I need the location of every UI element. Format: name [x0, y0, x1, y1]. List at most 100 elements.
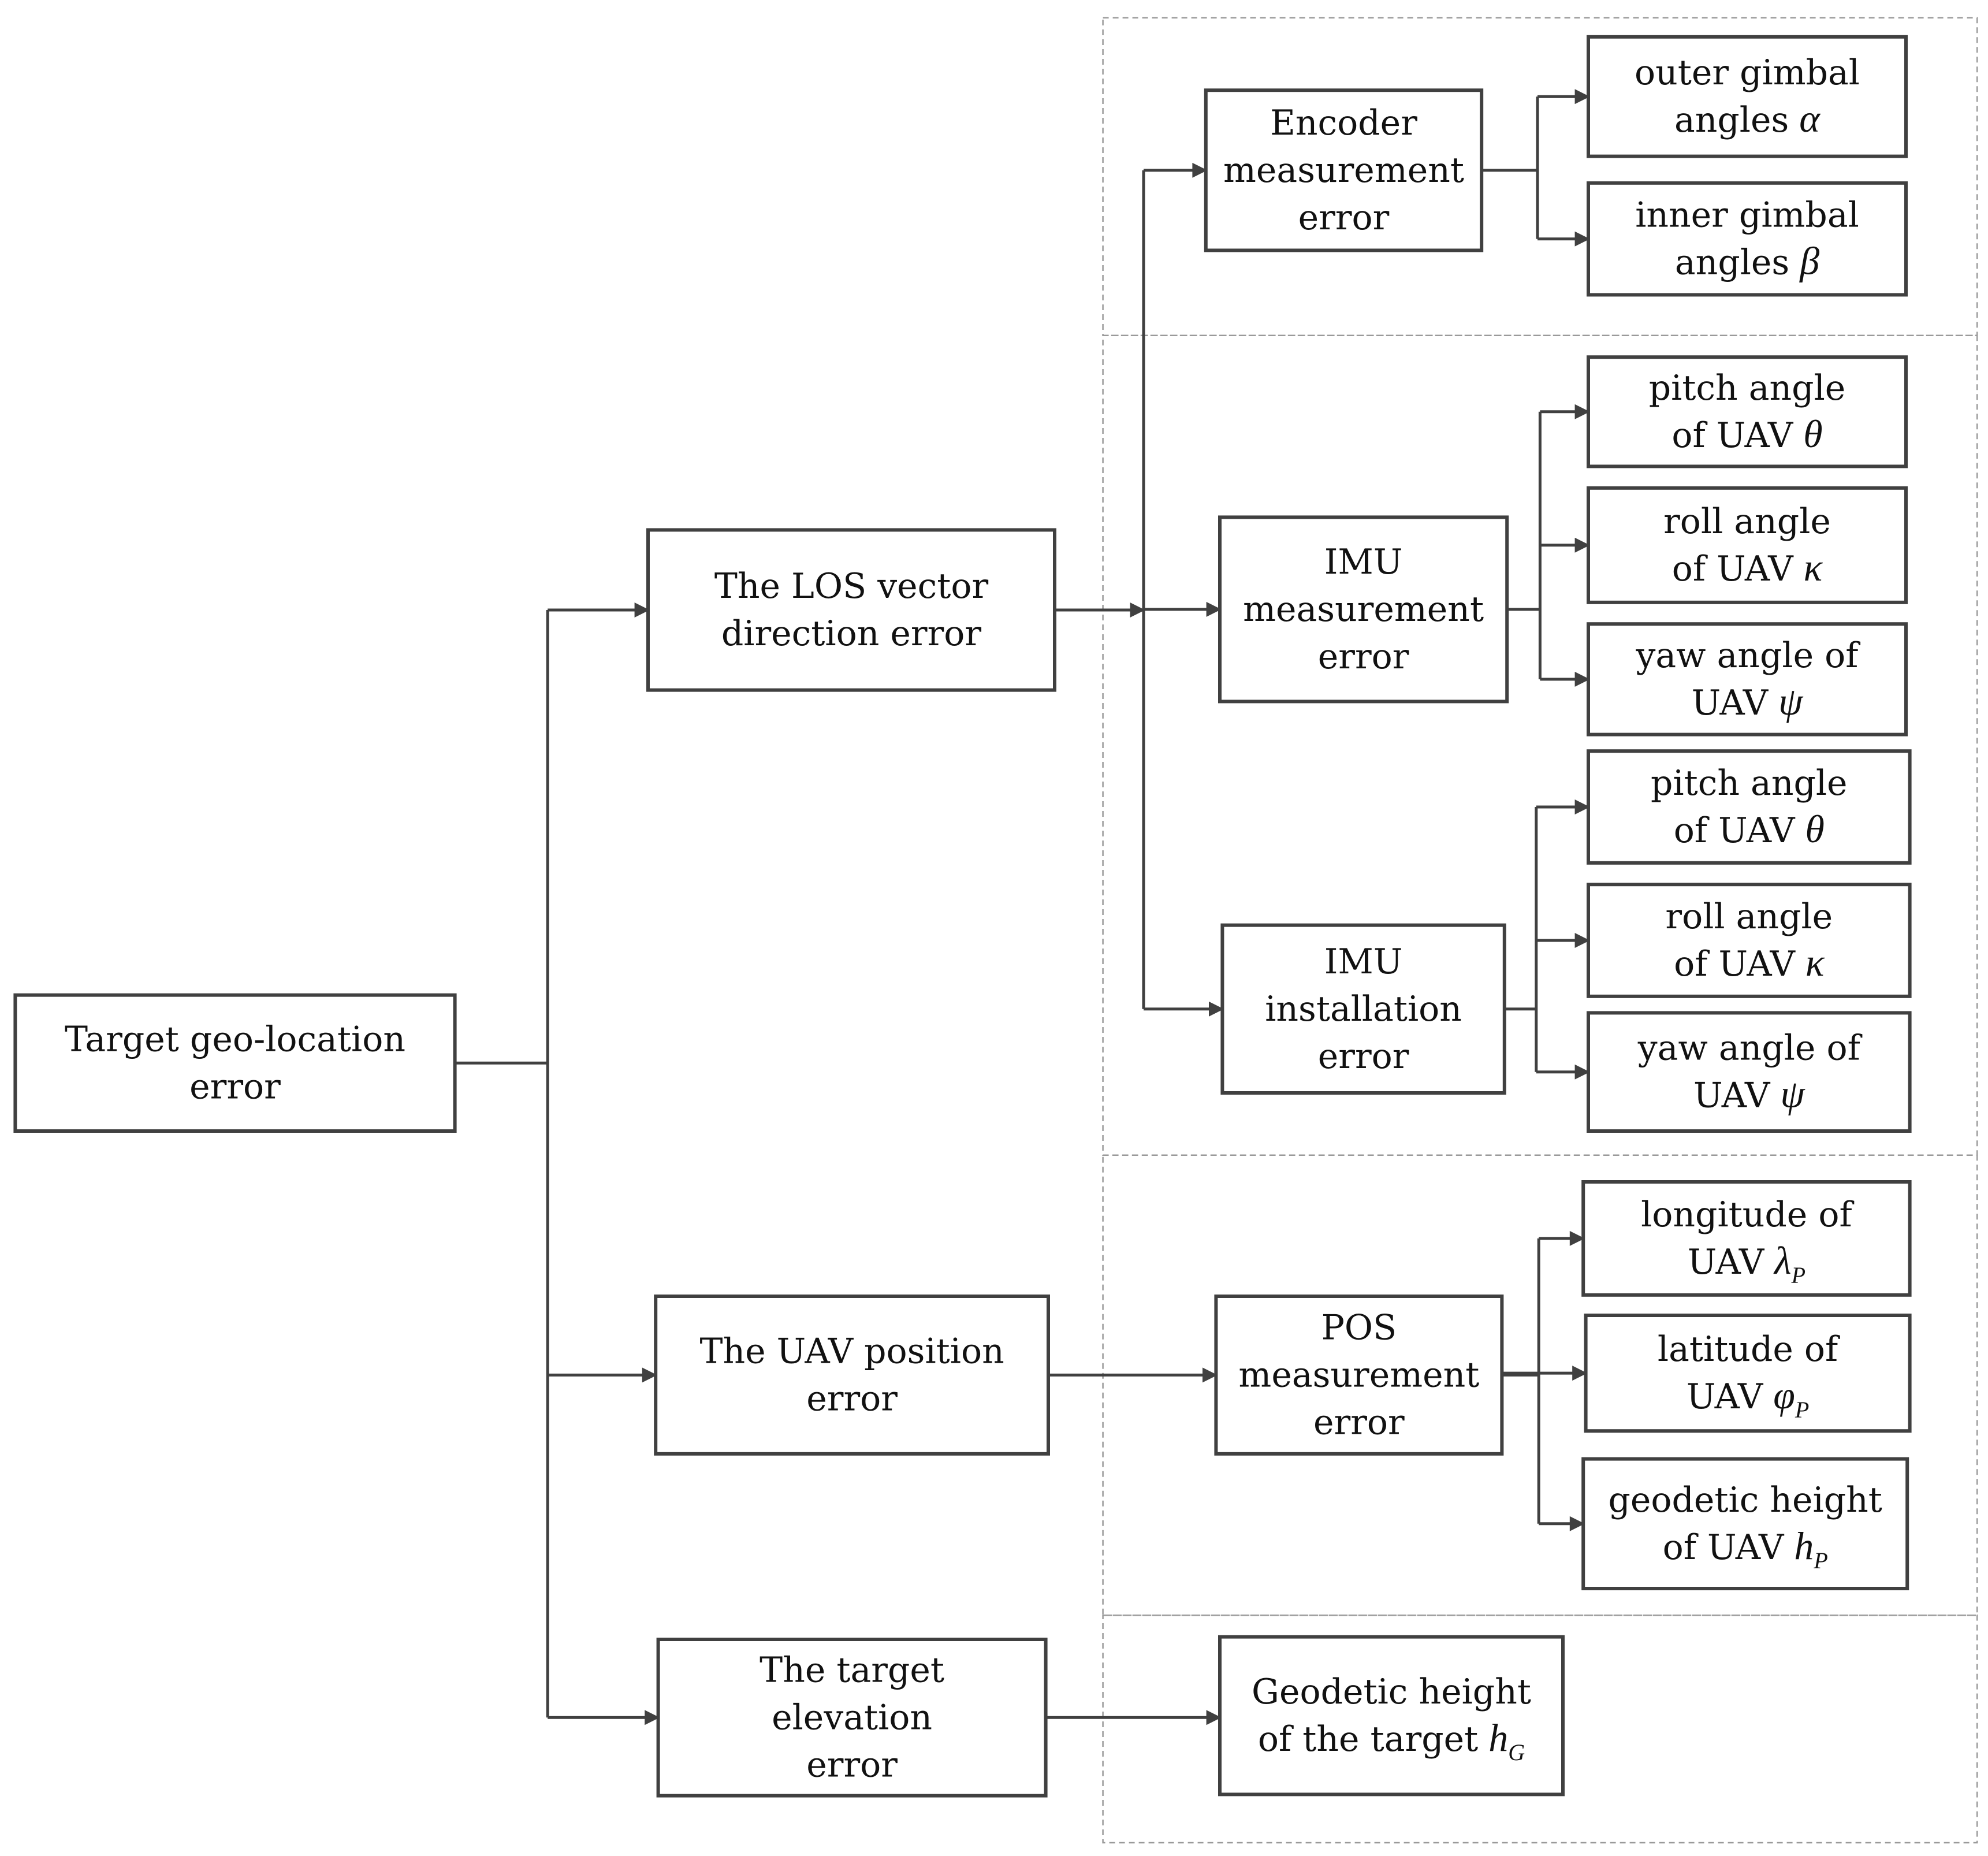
label-text: pitch angle [1651, 763, 1848, 804]
box-label-line: latitude of [1658, 1329, 1840, 1370]
label-text: measurement [1238, 1355, 1479, 1395]
math-subscript: P [1813, 1548, 1827, 1574]
label-text: UAV [1693, 1076, 1771, 1116]
label-text: angles [1675, 243, 1789, 283]
label-text: angles [1674, 100, 1789, 140]
label-text: Target geo-location [65, 1019, 405, 1059]
label-text: error [1318, 1036, 1409, 1077]
label-text: error [806, 1378, 898, 1419]
label-text: roll angle [1663, 501, 1831, 542]
box-frame [1214, 1295, 1504, 1456]
dashed-region-1 [1102, 17, 1978, 337]
label-text: IMU [1324, 942, 1403, 982]
box-label-line: pitch angle [1649, 368, 1846, 408]
box-label-line: yaw angle of [1635, 635, 1860, 676]
box-label-line: outer gimbal [1635, 53, 1860, 93]
box-frame [1220, 923, 1506, 1095]
box-label-line: installation [1265, 989, 1462, 1029]
box-label-line: geodetic height [1608, 1480, 1882, 1520]
box-frame [1587, 883, 1912, 998]
label-text: yaw angle of [1635, 635, 1860, 676]
label-text: elevation [772, 1697, 932, 1738]
label-text: measurement [1243, 589, 1484, 630]
connector-lines [455, 89, 1590, 1725]
label-text: UAV [1688, 1242, 1765, 1282]
box-label-line: error [806, 1745, 898, 1785]
label-text: UAV [1687, 1377, 1764, 1417]
label-text: of the target [1258, 1719, 1478, 1760]
box-label-line: error [1298, 198, 1390, 238]
box-root: Target geo-location error [13, 993, 457, 1133]
box-frame [1587, 622, 1908, 737]
label-text: roll angle [1665, 897, 1833, 937]
box-frame [1584, 1314, 1912, 1433]
box-los: The LOS vector direction error [646, 528, 1056, 692]
box-frame [1587, 1011, 1912, 1133]
box-frame [1218, 1635, 1565, 1797]
box-label-line: measurement [1238, 1355, 1479, 1395]
label-text: of UAV [1671, 415, 1793, 456]
box-label-line: error [189, 1066, 281, 1107]
box-label-line: yaw angle of [1637, 1028, 1863, 1069]
label-text: pitch angle [1649, 368, 1846, 408]
math-symbol: κ [1804, 545, 1823, 589]
math-symbol: θ [1805, 807, 1824, 851]
box-label-line: pitch angle [1651, 763, 1848, 804]
box-frame [646, 528, 1056, 692]
box-label-line: error [1318, 1036, 1409, 1077]
dashed-region-4 [1102, 1614, 1978, 1844]
label-text: latitude of [1658, 1329, 1840, 1370]
box-label-line: longitude of [1641, 1195, 1854, 1235]
math-subscript: P [1795, 1397, 1809, 1423]
math-symbol: ψ [1780, 1072, 1805, 1116]
label-text: installation [1265, 989, 1462, 1029]
label-text: of UAV [1674, 944, 1796, 984]
box-target-elevation: The target elevation error [656, 1638, 1048, 1798]
label-text: The LOS vector [714, 566, 989, 607]
math-symbol: h [1488, 1716, 1508, 1760]
box-label-line: direction error [721, 613, 982, 654]
box-label-line: Target geo-location [65, 1019, 405, 1059]
box-frame [1587, 749, 1912, 865]
label-text: IMU [1324, 542, 1403, 582]
box-label-line: POS [1321, 1307, 1397, 1348]
label-text: of UAV [1672, 549, 1794, 589]
box-label-line: Geodetic height [1252, 1672, 1531, 1712]
box-label-line: error [1318, 637, 1409, 677]
box-imu-installation: IMU installation error [1220, 923, 1506, 1095]
label-text: error [1313, 1402, 1405, 1442]
box-label-line: IMU [1324, 942, 1403, 982]
label-text: error [189, 1066, 281, 1107]
box-frame [1587, 355, 1908, 468]
box-label-line: error [806, 1378, 898, 1419]
label-text: of UAV [1663, 1527, 1785, 1568]
label-text: measurement [1223, 150, 1464, 191]
box-frame [1204, 88, 1484, 252]
label-text: The target [760, 1650, 944, 1690]
box-frame [1218, 515, 1509, 704]
